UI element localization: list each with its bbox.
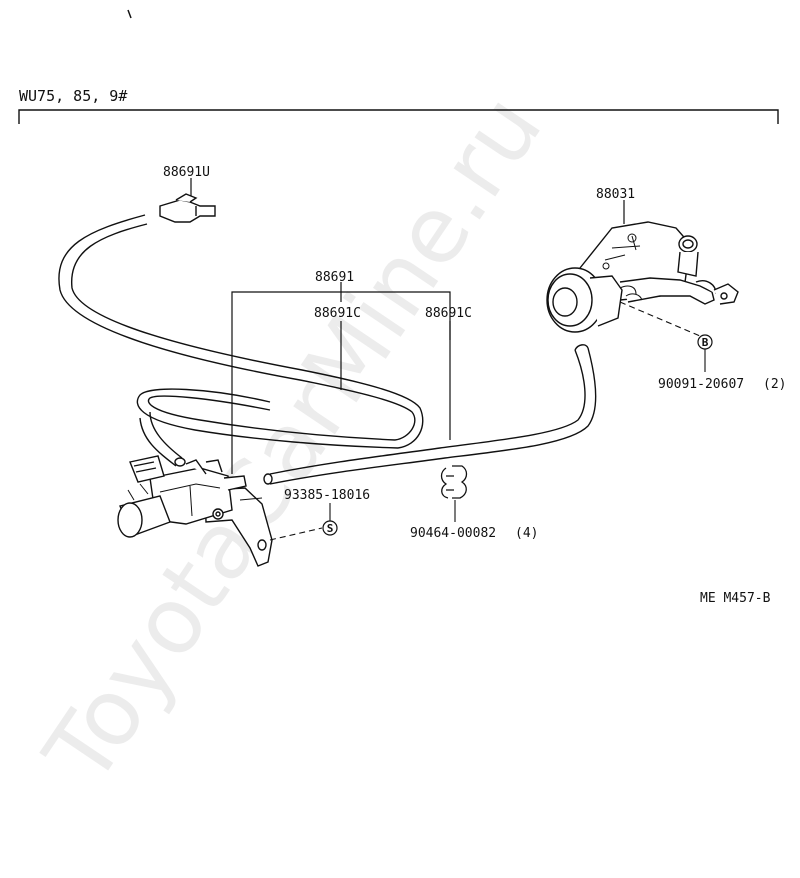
screw-s-dashed-leader <box>269 527 323 541</box>
watermark: ToyotaCarMine.ru <box>24 76 563 803</box>
label-88031: 88031 <box>596 187 635 202</box>
vsv-detail-lines <box>127 483 263 517</box>
hose-clip <box>440 465 468 499</box>
label-93385-18016: 93385-18016 <box>284 488 370 503</box>
egr-valve <box>546 221 739 333</box>
header-bracket <box>18 109 779 124</box>
hose-group-leader <box>231 282 451 474</box>
marker-b-letter: B <box>702 336 709 349</box>
label-90091-qty: (2) <box>763 377 786 392</box>
model-label: WU75, 85, 9# <box>19 87 127 105</box>
bolt-b-dashed-leader <box>619 301 701 337</box>
egr-detail-lines <box>602 233 643 301</box>
label-88691C-left: 88691C <box>314 306 361 321</box>
label-88691U: 88691U <box>163 165 210 180</box>
vacuum-tee <box>159 193 216 223</box>
marker-s-letter: S <box>327 522 334 535</box>
label-88691C-right: 88691C <box>425 306 472 321</box>
label-90464-00082: 90464-00082 <box>410 526 496 541</box>
hoses <box>58 214 597 485</box>
label-90464-qty: (4) <box>515 526 538 541</box>
diagram-code: ME M457-B <box>700 591 771 606</box>
label-90091-20607: 90091-20607 <box>658 377 744 392</box>
label-88691: 88691 <box>315 270 354 285</box>
stray-mark <box>127 9 132 19</box>
